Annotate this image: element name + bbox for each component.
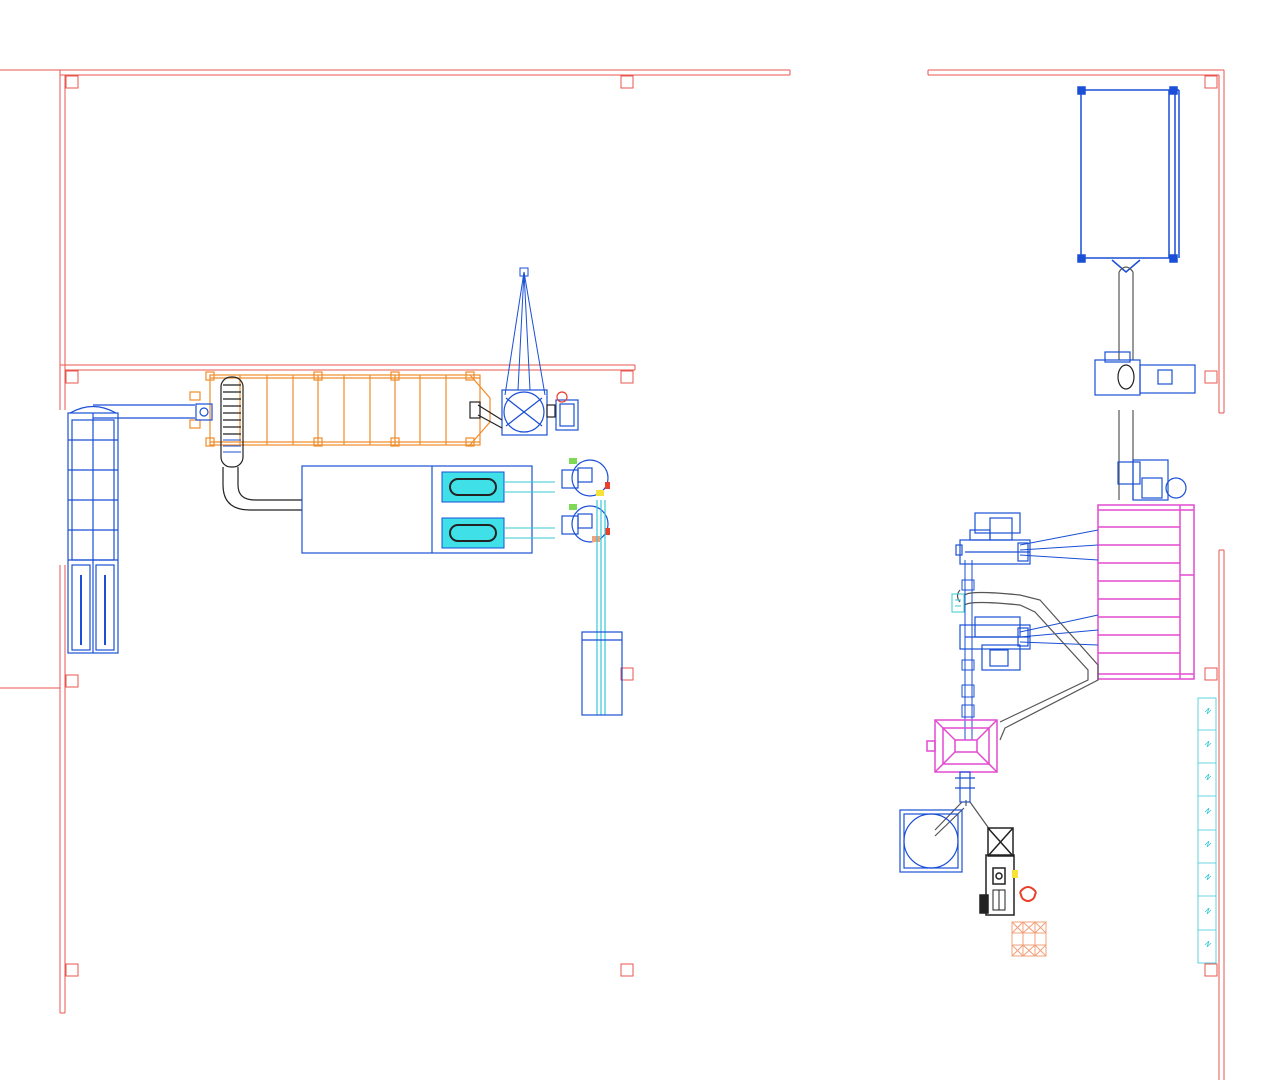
basin-outlet-lines	[504, 481, 555, 539]
cooling-tank	[301, 465, 533, 554]
right-hall-walls	[927, 69, 1225, 1080]
exhaust-stack-lines	[504, 267, 546, 396]
pallet	[1011, 921, 1047, 957]
dryer-unit	[189, 371, 491, 447]
rotary-feeder-lower	[1117, 459, 1187, 501]
silo-bin	[1097, 504, 1195, 680]
packing-machine-upper	[955, 512, 1031, 565]
screw-conveyor	[955, 771, 975, 803]
silo-feed-lines	[1019, 529, 1099, 646]
dryer-coil-drum	[220, 376, 244, 468]
rotary-feeder-upper	[1094, 351, 1196, 396]
infeed-conveyor-rack	[67, 404, 195, 654]
cyclone-pumps	[561, 459, 609, 543]
exhaust-fan	[501, 389, 579, 436]
dryer-coil-lower	[223, 439, 241, 453]
bag-packer	[979, 827, 1018, 916]
cooling-basins	[441, 471, 505, 549]
operator-chair	[1019, 886, 1037, 902]
return-duct	[222, 467, 302, 511]
storage-bin-right	[1077, 86, 1180, 273]
fan-connector-duct	[469, 401, 556, 429]
hopper-pink	[926, 719, 998, 773]
bin-feed-pipe	[1118, 266, 1134, 500]
dryer-inlet-fan	[195, 403, 213, 421]
pump-accents	[569, 458, 610, 542]
packing-machine-lower	[959, 616, 1031, 671]
wall-window-doors	[1197, 697, 1217, 964]
transfer-conveyor	[596, 500, 606, 715]
packer-stand	[992, 889, 1006, 911]
return-bypass-duct	[956, 589, 1099, 741]
left-hall-walls	[0, 69, 791, 1014]
storage-bin-left	[581, 631, 623, 716]
scale-indicator	[951, 593, 965, 613]
packing-spine-conveyor	[961, 560, 975, 740]
mixing-tank	[899, 809, 963, 873]
